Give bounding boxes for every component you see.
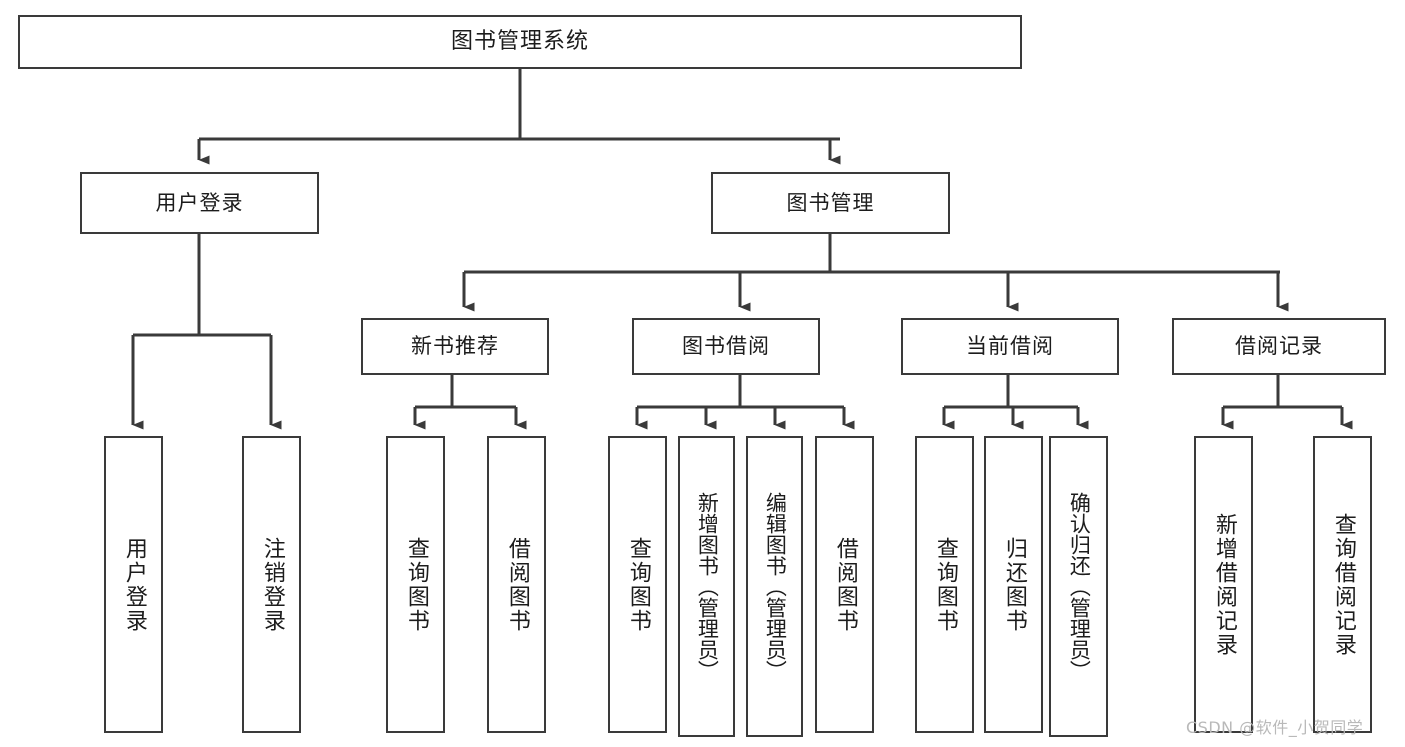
leaf-edit-book-admin[interactable]: 编辑图书（管理员） [746, 436, 803, 737]
leaf-add-book-admin[interactable]: 新增图书（管理员） [678, 436, 735, 737]
node-label: 查询图书 [625, 536, 651, 633]
node-label: 注销登录 [259, 536, 285, 633]
leaf-add-borrow-record[interactable]: 新增借阅记录 [1194, 436, 1253, 733]
leaf-confirm-return-admin[interactable]: 确认归还（管理员） [1049, 436, 1108, 737]
node-label: 新增图书（管理员） [695, 492, 720, 681]
node-label: 确认归还（管理员） [1067, 492, 1092, 681]
node-label: 编辑图书（管理员） [763, 492, 788, 681]
node-borrow-record[interactable]: 借阅记录 [1172, 318, 1386, 375]
node-label: 新增借阅记录 [1211, 512, 1237, 657]
node-new-book-recommend[interactable]: 新书推荐 [361, 318, 549, 375]
node-label: 图书管理系统 [450, 29, 589, 55]
node-book-management[interactable]: 图书管理 [711, 172, 950, 234]
leaf-query-book-borrow[interactable]: 查询图书 [608, 436, 667, 733]
leaf-borrow-book-recommend[interactable]: 借阅图书 [487, 436, 546, 733]
node-label: 查询图书 [403, 536, 429, 633]
leaf-query-book-recommend[interactable]: 查询图书 [386, 436, 445, 733]
node-label: 当前借阅 [966, 334, 1054, 359]
node-label: 归还图书 [1001, 536, 1027, 633]
node-label: 图书管理 [786, 190, 875, 215]
node-label: 借阅记录 [1235, 334, 1323, 359]
leaf-user-login[interactable]: 用户登录 [104, 436, 163, 733]
leaf-logout[interactable]: 注销登录 [242, 436, 301, 733]
leaf-query-borrow-record[interactable]: 查询借阅记录 [1313, 436, 1372, 733]
node-label: 查询借阅记录 [1330, 512, 1356, 657]
leaf-borrow-book[interactable]: 借阅图书 [815, 436, 874, 733]
node-user-login[interactable]: 用户登录 [80, 172, 319, 234]
node-current-borrow[interactable]: 当前借阅 [901, 318, 1119, 375]
node-label: 查询图书 [932, 536, 958, 633]
node-label: 新书推荐 [411, 334, 499, 359]
watermark-csdn: CSDN @软件_小贺同学 [1186, 718, 1364, 737]
node-label: 借阅图书 [832, 536, 858, 633]
node-label: 用户登录 [121, 536, 147, 633]
node-label: 用户登录 [155, 190, 244, 215]
node-label: 图书借阅 [682, 334, 770, 359]
node-label: 借阅图书 [504, 536, 530, 633]
node-book-borrow[interactable]: 图书借阅 [632, 318, 820, 375]
node-root-book-management-system[interactable]: 图书管理系统 [18, 15, 1022, 69]
leaf-query-book-current[interactable]: 查询图书 [915, 436, 974, 733]
leaf-return-book[interactable]: 归还图书 [984, 436, 1043, 733]
